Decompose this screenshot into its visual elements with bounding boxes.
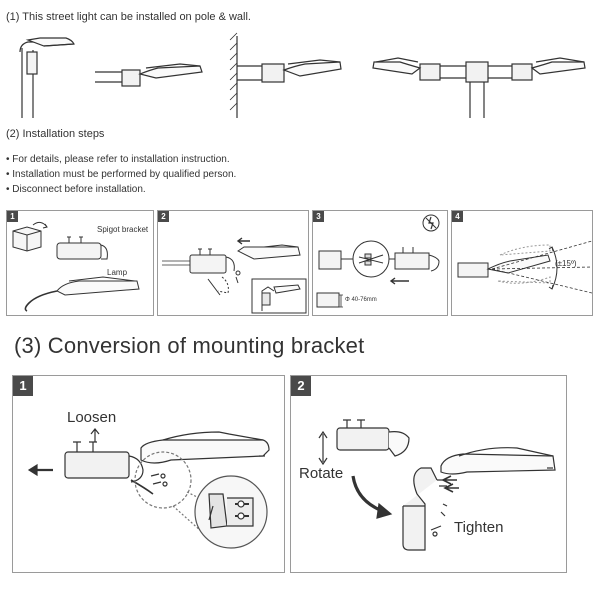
rotate-label: Rotate [299,465,344,482]
step-number: 4 [452,211,463,222]
loosen-label: Loosen [67,409,117,426]
install-step-panel-2: 2 [157,210,309,316]
pole-diameter-label: Φ 40-76mm [345,297,377,303]
conversion-step-panel-1: 1 Loosen [12,375,285,573]
note-item: • Installation must be performed by qual… [6,169,237,180]
tilt-angle-illustration [457,240,592,294]
install-step-panel-4: 4 (±15º) [451,210,593,316]
install-step-panel-1: 1 Spigot bracket Lamp [6,210,154,316]
step-number: 1 [13,376,33,396]
connect-lamp-illustration [162,237,307,314]
tighten-label: Tighten [454,519,504,536]
step-number: 1 [7,211,18,222]
step-number: 2 [158,211,169,222]
note-item: • For details, please refer to installat… [6,154,230,165]
section2-title: (2) Installation steps [6,128,105,140]
tilt-angle-label: (±15º) [555,259,577,268]
spigot-and-lamp-illustration [12,221,140,312]
section1-title: (1) This street light can be installed o… [6,11,251,23]
conversion-step-panel-2: 2 Rotate Tighten [290,375,567,573]
spigot-bracket-label: Spigot bracket [97,225,149,234]
note-item: • Disconnect before installation. [6,184,146,195]
rotate-and-tighten-illustration [318,419,556,551]
loosen-bracket-illustration [27,428,270,549]
wiring-and-pole-illustration [316,214,440,308]
mounting-options-illustration [19,32,586,118]
step-number: 2 [291,376,311,396]
step-number: 3 [313,211,324,222]
lamp-label: Lamp [107,268,128,277]
install-step-panel-3: 3 Φ 40-76mm [312,210,448,316]
section3-title: (3) Conversion of mounting bracket [14,333,365,358]
